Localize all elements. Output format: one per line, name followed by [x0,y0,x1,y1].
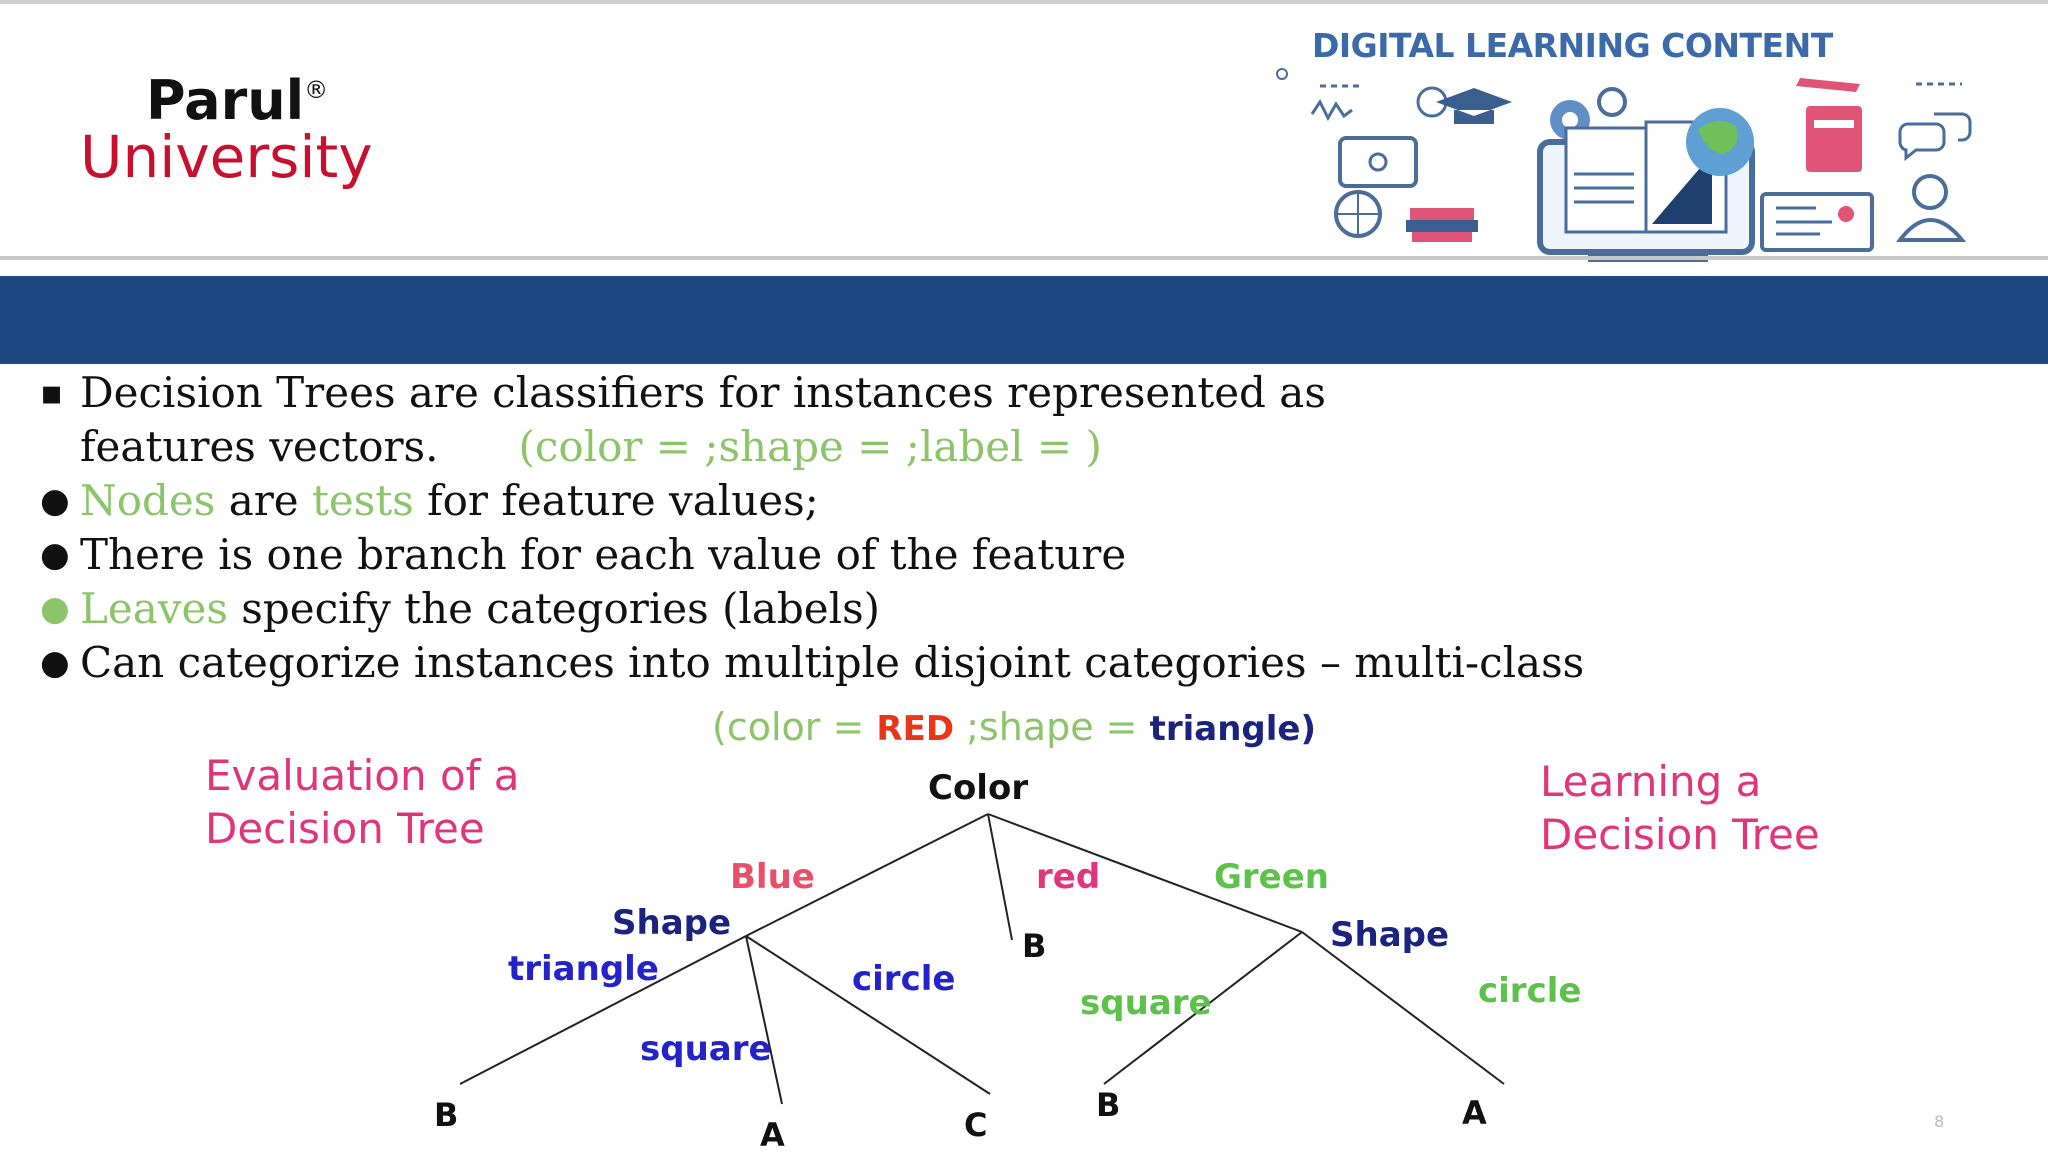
leaf-a-square: A [760,1116,785,1152]
person-icon [1912,174,1948,210]
leaf-b-triangle: B [434,1096,458,1134]
edge-label-triangle: triangle [508,949,659,989]
page-number: 8 [1934,1112,1945,1131]
edge-label-square-left: square [640,1029,772,1069]
top-border [0,0,2048,4]
logo-subtitle: University [80,123,373,191]
bullet-marker: ● [40,535,70,575]
books-icon [1410,208,1474,220]
bullet-text: are [215,476,313,525]
edge-label-square-right: square [1080,983,1212,1023]
bullet-text: Can categorize instances into multiple d… [80,638,1585,687]
bullet-marker: ▪ [40,373,64,413]
leaf-a-circle: A [1462,1094,1487,1132]
bullet-line: ● Can categorize instances into multiple… [40,636,2020,690]
bullet-line: ● Nodes are tests for feature values; [40,474,2020,528]
term-tests: tests [312,476,414,525]
node-shape-left: Shape [612,903,731,943]
bullet-marker: ● [40,589,70,629]
leaf-b-square: B [1096,1086,1120,1124]
node-color: Color [928,768,1028,808]
bullet-line: ● There is one branch for each value of … [40,528,2020,582]
edge-circle-left [745,935,991,1095]
bullet-line: ● Leaves specify the categories (labels) [40,582,2020,636]
caption-evaluation-line1: Evaluation of a [205,751,520,800]
edge-label-circle-left: circle [852,959,955,999]
slide-header: Parul® University DIGITAL LEARNING CONTE… [0,4,2048,262]
bullet-list: ▪ Decision Trees are classifiers for ins… [40,366,2020,690]
edge-label-circle-right: circle [1478,971,1581,1011]
bullet-text: specify the categories (labels) [227,584,881,633]
decor-ring-icon [1276,68,1288,80]
title-band [0,276,2048,364]
caption-learning-line1: Learning a [1540,757,1761,806]
node-shape-right: Shape [1330,915,1449,955]
bullet-line: features vectors. (color = ;shape = ;labe… [40,420,2020,474]
bullet-text: Decision Trees are classifiers for insta… [80,368,1326,417]
edge-triangle [459,935,747,1085]
open-book-icon [1564,126,1648,234]
edge-root-green [987,813,1303,933]
university-logo: Parul® University [80,74,373,191]
tablet-icon [1338,136,1418,188]
edge-label-green: Green [1214,857,1329,897]
edge-label-red: red [1036,857,1100,897]
edge-label-blue: Blue [730,857,815,897]
instance-vector: (color = RED ;shape = triangle) [712,705,1316,749]
pencil-icon [1796,78,1860,92]
bullet-text: for feature values; [413,476,819,525]
bullet-line: ▪ Decision Trees are classifiers for ins… [40,366,2020,420]
registered-mark: ® [304,76,329,104]
edge-root-red [987,813,1013,941]
edge-root-blue [745,813,989,937]
leaf-c-circle: C [964,1106,987,1144]
decision-tree-diagram: (color = RED ;shape = triangle) Evaluati… [205,705,1820,1152]
bullet-marker: ● [40,481,70,521]
notebook-icon [1806,106,1862,172]
logo-name: Parul [146,69,305,132]
digital-learning-title: DIGITAL LEARNING CONTENT [1312,26,1833,65]
caption-evaluation-line2: Decision Tree [205,804,485,853]
bullet-text: features vectors. [80,422,439,471]
squiggle-icon [1310,99,1353,122]
term-nodes: Nodes [80,476,216,525]
edge-square-right [1103,931,1303,1085]
term-leaves: Leaves [80,584,228,633]
chat-bubbles-icon [1898,122,1946,162]
graduation-cap-icon [1436,88,1512,124]
leaf-b-red: B [1022,927,1046,965]
caption-learning-line2: Decision Tree [1540,810,1820,859]
feature-vector-template: (color = ;shape = ;label = ) [518,422,1102,471]
header-divider [0,256,2048,260]
digital-learning-illustration [1276,68,1972,262]
edge-circle-right [1301,931,1505,1085]
bullet-text: There is one branch for each value of th… [80,530,1127,579]
bullet-marker: ● [40,643,70,683]
gear-small-icon [1597,87,1627,117]
edge-square-left [745,935,783,1105]
